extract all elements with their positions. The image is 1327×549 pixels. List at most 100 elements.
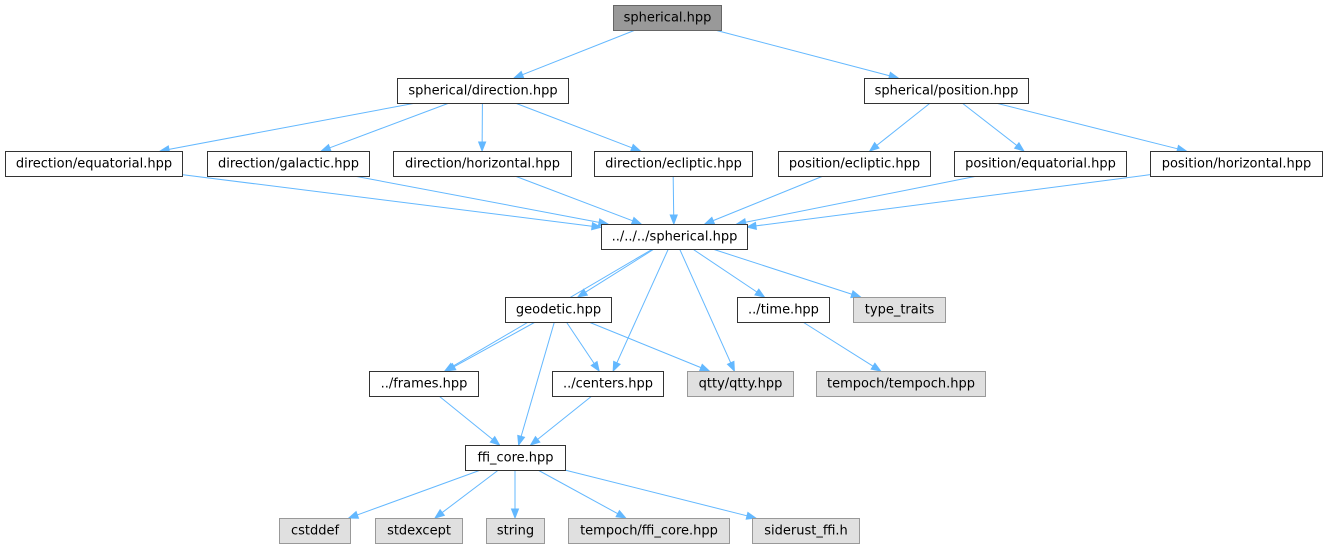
- node-frames[interactable]: ../frames.hpp: [369, 371, 479, 397]
- edge-line: [712, 248, 853, 295]
- edge-spherical_direction-to-direction_ecliptic: [514, 102, 642, 152]
- edge-time-to-tempoch: [802, 321, 882, 372]
- node-direction-horizontal[interactable]: direction/horizontal.hpp: [393, 151, 572, 177]
- edge-centers-to-ffi_core: [529, 395, 593, 446]
- node-position-ecliptic[interactable]: position/ecliptic.hpp: [778, 151, 931, 177]
- node-direction-ecliptic[interactable]: direction/ecliptic.hpp: [594, 151, 753, 177]
- node-ffi-core[interactable]: ffi_core.hpp: [465, 445, 566, 471]
- edge-line: [168, 102, 416, 150]
- edge-line: [692, 248, 758, 293]
- edge-frames-to-ffi_core: [438, 395, 501, 446]
- arrowhead-icon: [489, 435, 501, 446]
- node-label: qtty/qtty.hpp: [699, 377, 783, 392]
- arrowhead-icon: [615, 509, 627, 519]
- node-stdexcept: stdexcept: [375, 518, 463, 544]
- arrowhead-icon: [612, 360, 621, 373]
- node-box: [752, 518, 860, 544]
- node-label: spherical/direction.hpp: [408, 84, 557, 99]
- edge-line: [588, 321, 702, 369]
- arrowhead-icon: [517, 434, 526, 447]
- node-box: [864, 78, 1029, 104]
- node-time[interactable]: ../time.hpp: [737, 297, 830, 323]
- edge-line: [354, 175, 600, 223]
- node-position-horizontal[interactable]: position/horizontal.hpp: [1150, 151, 1323, 177]
- arrowhead-icon: [576, 288, 589, 298]
- edge-ffi_core-to-cstddef: [347, 469, 481, 519]
- node-box: [393, 151, 572, 177]
- node-label: direction/galactic.hpp: [218, 157, 359, 172]
- arrowhead-icon: [629, 143, 642, 152]
- arrowhead-icon: [347, 510, 360, 519]
- arrowhead-icon: [591, 221, 603, 231]
- node-up-spherical[interactable]: ../../../spherical.hpp: [601, 224, 748, 250]
- edge-line: [537, 469, 618, 515]
- node-box: [375, 518, 463, 544]
- edge-line: [537, 395, 593, 440]
- node-cstddef: cstddef: [279, 518, 351, 544]
- arrowhead-icon: [698, 363, 711, 372]
- edge-ffi_core-to-tempoch_ffi_core: [537, 469, 627, 519]
- node-label: ../centers.hpp: [563, 377, 653, 392]
- node-label: siderust_ffi.h: [764, 524, 848, 539]
- edge-line: [181, 174, 593, 227]
- node-centers[interactable]: ../centers.hpp: [552, 371, 664, 397]
- arrowhead-icon: [754, 288, 766, 298]
- node-label: cstddef: [291, 524, 340, 539]
- edge-line: [995, 102, 1178, 150]
- edge-line: [585, 248, 655, 293]
- node-box: [207, 151, 370, 177]
- edge-line: [522, 29, 636, 76]
- arrowhead-icon: [868, 141, 880, 152]
- edge-line: [565, 321, 595, 364]
- edge-ffi_core-to-siderust_ffi: [564, 469, 758, 520]
- node-box: [613, 5, 722, 31]
- node-spherical-direction[interactable]: spherical/direction.hpp: [397, 78, 569, 104]
- edge-geodetic-to-centers: [565, 321, 600, 373]
- node-label: direction/horizontal.hpp: [405, 157, 560, 172]
- node-box: [594, 151, 753, 177]
- edge-up_spherical-to-qtty: [679, 248, 735, 373]
- node-box: [369, 371, 479, 397]
- edge-line: [876, 102, 931, 146]
- node-label: tempoch/ffi_core.hpp: [580, 524, 718, 539]
- edge-line: [514, 175, 633, 222]
- edge-spherical_position-to-position_equatorial: [961, 102, 1025, 152]
- node-direction-equatorial[interactable]: direction/equatorial.hpp: [5, 151, 183, 177]
- edge-geodetic-to-frames: [445, 321, 536, 372]
- node-label: string: [497, 524, 534, 539]
- edge-line: [441, 469, 499, 513]
- node-string: string: [486, 518, 545, 544]
- node-box: [687, 371, 794, 397]
- edge-line: [961, 102, 1018, 146]
- node-box: [465, 445, 566, 471]
- arrowhead-icon: [445, 362, 457, 372]
- arrowhead-icon: [745, 511, 758, 520]
- arrowhead-icon: [477, 141, 487, 153]
- node-spherical-position[interactable]: spherical/position.hpp: [864, 78, 1029, 104]
- edge-ffi_core-to-stdexcept: [433, 469, 499, 519]
- edge-spherical_hpp-to-spherical_position: [714, 29, 900, 80]
- node-label: position/equatorial.hpp: [965, 157, 1116, 172]
- arrowhead-icon: [669, 214, 678, 226]
- arrowhead-icon: [850, 290, 862, 299]
- node-direction-galactic[interactable]: direction/galactic.hpp: [207, 151, 370, 177]
- node-box: [737, 297, 830, 323]
- edge-direction_ecliptic-to-up_spherical: [669, 175, 678, 226]
- edge-line: [755, 174, 1151, 227]
- node-position-equatorial[interactable]: position/equatorial.hpp: [954, 151, 1127, 177]
- arrowhead-icon: [433, 508, 446, 519]
- nodes-layer: spherical.hpp spherical/direction.hpp sphe…: [5, 5, 1323, 544]
- arrowhead-icon: [630, 216, 643, 225]
- node-label: ../../../spherical.hpp: [612, 230, 738, 245]
- node-label: ../frames.hpp: [381, 377, 468, 392]
- node-box: [954, 151, 1127, 177]
- node-box: [778, 151, 931, 177]
- node-label: stdexcept: [387, 524, 451, 539]
- node-geodetic[interactable]: geodetic.hpp: [505, 297, 612, 323]
- arrowhead-icon: [512, 70, 525, 79]
- arrowhead-icon: [703, 216, 716, 225]
- node-spherical-hpp: spherical.hpp: [613, 5, 722, 31]
- node-box: [601, 224, 748, 250]
- edge-spherical_hpp-to-spherical_direction: [512, 29, 636, 79]
- edge-up_spherical-to-geodetic: [576, 248, 655, 298]
